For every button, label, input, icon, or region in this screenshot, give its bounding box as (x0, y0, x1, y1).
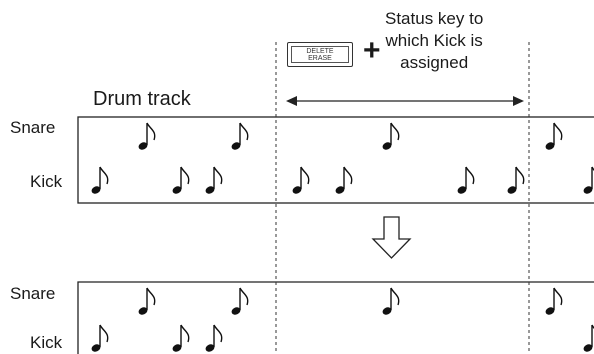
kick-note-before (91, 166, 109, 194)
track-title: Drum track (93, 88, 191, 110)
snare-note-before (545, 122, 563, 150)
snare-note-after (138, 287, 156, 315)
snare-note-after (382, 287, 400, 315)
kick-label-before: Kick (30, 172, 63, 191)
range-double-arrow (286, 96, 524, 106)
kick-note-before (172, 166, 190, 194)
key-label-erase: ERASE (308, 55, 332, 62)
plus-sign: + (363, 34, 381, 67)
snare-note-before (231, 122, 249, 150)
kick-note-after (205, 324, 223, 352)
snare-note-before (138, 122, 156, 150)
track-box-after (77, 281, 594, 354)
snare-label-before: Snare (10, 118, 56, 137)
kick-note-after (583, 324, 594, 352)
status-line-2: which Kick is (385, 31, 483, 50)
down-arrow-icon (371, 216, 412, 259)
track-box-before (77, 116, 594, 204)
snare-label-after: Snare (10, 284, 56, 303)
kick-note-before (292, 166, 310, 194)
kick-note-before (205, 166, 223, 194)
kick-note-before (507, 166, 525, 194)
kick-note-after (172, 324, 190, 352)
kick-note-after (91, 324, 109, 352)
status-key-caption: Status key to which Kick is assigned (385, 8, 483, 74)
status-line-1: Status key to (385, 9, 484, 28)
kick-note-before (335, 166, 353, 194)
snare-note-after (545, 287, 563, 315)
delete-erase-key: DELETE ERASE (287, 42, 353, 67)
snare-note-before (382, 122, 400, 150)
snare-note-after (231, 287, 249, 315)
status-line-3: assigned (400, 53, 469, 72)
key-label-delete: DELETE (306, 48, 334, 55)
kick-label-after: Kick (30, 333, 63, 352)
kick-note-before (583, 166, 594, 194)
kick-note-before (457, 166, 475, 194)
